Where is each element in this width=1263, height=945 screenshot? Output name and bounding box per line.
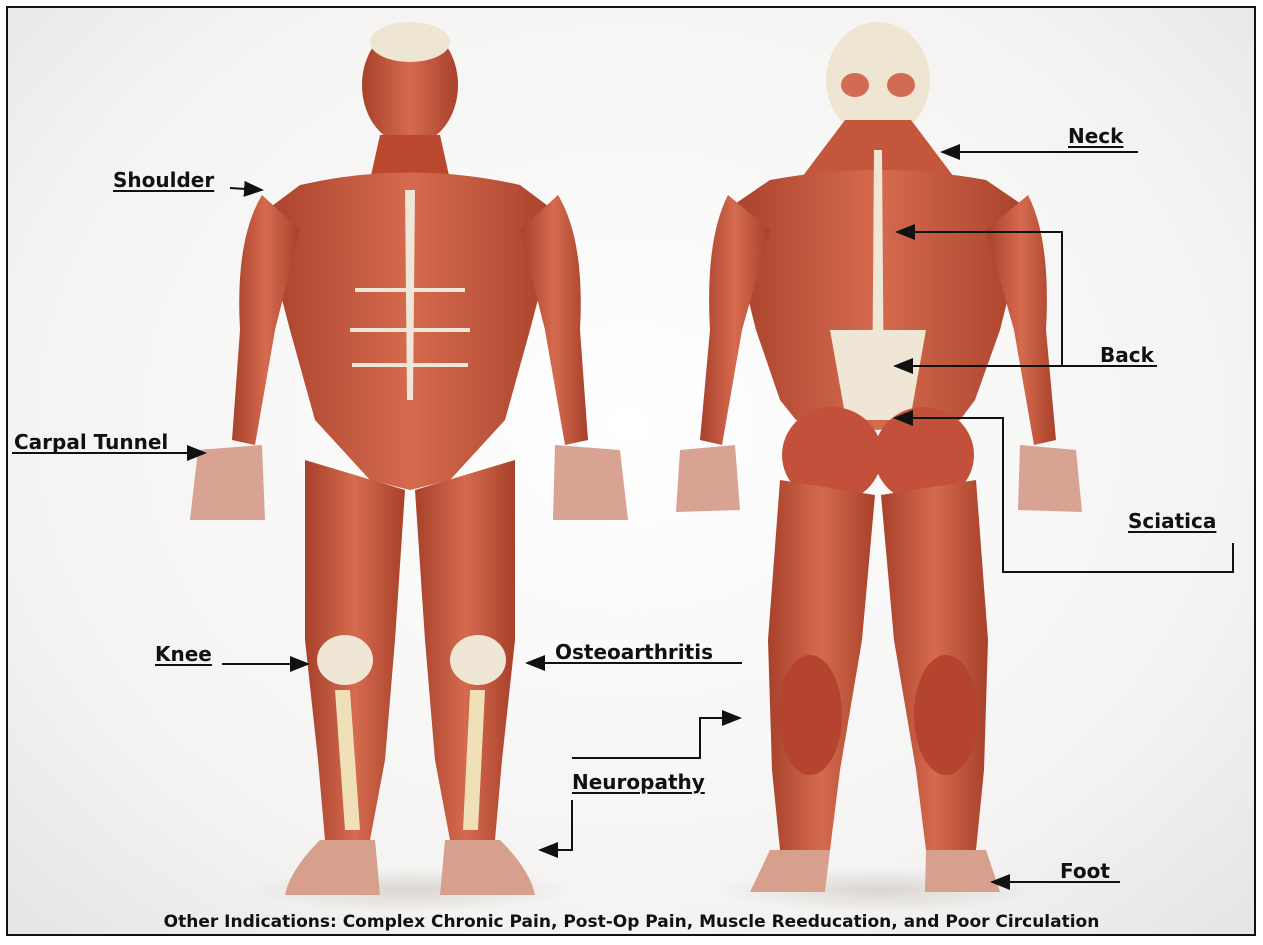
back-right-hand [1018, 445, 1082, 512]
front-right-hand [190, 445, 265, 520]
label-neck: Neck [1068, 124, 1123, 148]
label-neuropathy: Neuropathy [572, 770, 705, 794]
label-back: Back [1100, 343, 1154, 367]
label-shoulder: Shoulder [113, 168, 214, 192]
back-figure [676, 22, 1082, 912]
label-sciatica: Sciatica [1128, 509, 1216, 533]
front-left-foot [440, 840, 535, 895]
back-right-foot [925, 850, 1000, 892]
label-foot: Foot [1060, 859, 1110, 883]
label-knee: Knee [155, 642, 212, 666]
back-left-hand [676, 445, 740, 512]
back-left-foot [750, 850, 830, 892]
label-carpal-tunnel: Carpal Tunnel [14, 430, 168, 454]
front-figure [190, 22, 628, 912]
front-left-hand [553, 445, 628, 520]
other-indications-caption: Other Indications: Complex Chronic Pain,… [0, 912, 1263, 932]
neuropathy-lower-arrow [540, 800, 572, 850]
shoulder-arrow [230, 188, 262, 190]
front-right-foot [285, 840, 380, 895]
neuropathy-upper-arrow [572, 718, 740, 758]
label-osteoarthritis: Osteoarthritis [555, 640, 713, 664]
